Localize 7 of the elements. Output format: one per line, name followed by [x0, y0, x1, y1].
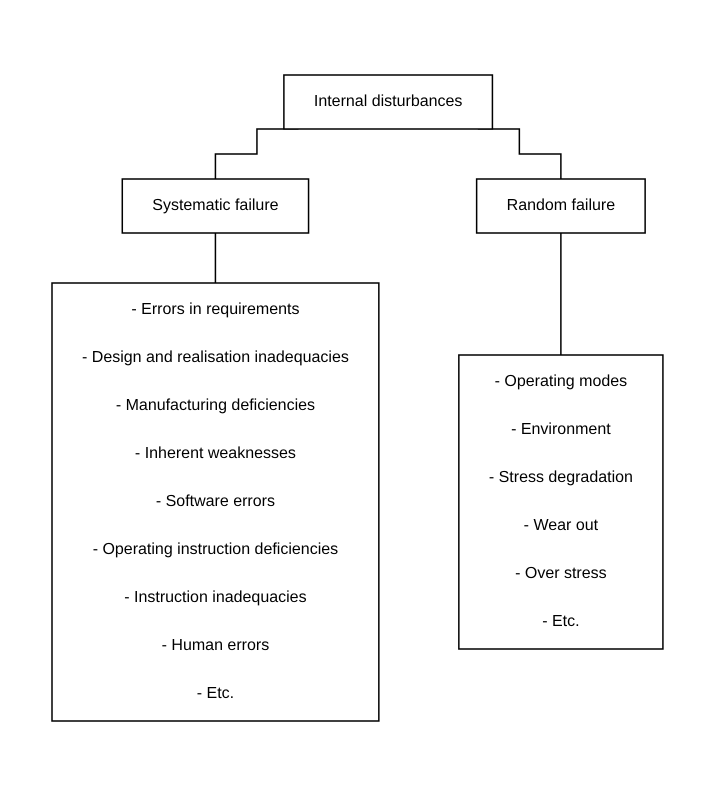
node-box: - Operating modes - Environment - Stress degradation - Wear out - Over stress - Etc. — [458, 354, 664, 650]
node-box: Systematic failure — [122, 178, 310, 234]
connector — [214, 232, 216, 284]
connector — [560, 232, 562, 356]
node-box: - Errors in requirements - Design and realisation inadequacies - Manufacturing deficiencies - Inherent weaknesses - Software errors - Operating instruction deficiencies - Instruction inadequacies - Human errors - Etc. — [51, 282, 380, 722]
node-box: Internal disturbances — [283, 74, 494, 130]
node-box: Random failure — [476, 178, 646, 234]
